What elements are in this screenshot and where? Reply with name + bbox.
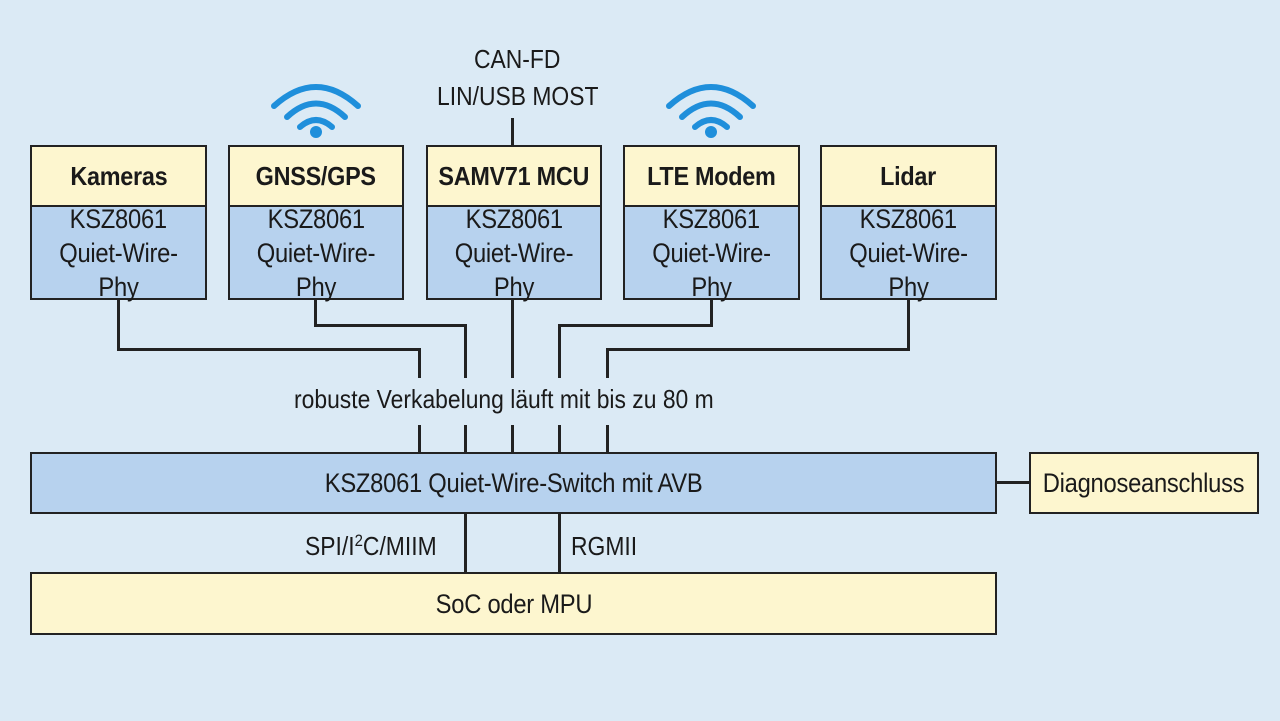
wifi-icon — [271, 84, 361, 138]
spi-i2c-line — [464, 514, 467, 574]
node-lidar-phy: KSZ8061 Quiet-Wire-Phy — [820, 204, 997, 302]
spi-i2c-miim-label: SPI/I2C/MIIM — [305, 531, 437, 561]
top-note-line1: CAN-FD — [474, 44, 561, 74]
rgmii-line — [558, 514, 561, 574]
quiet-wire-switch: KSZ8061 Quiet-Wire-Switch mit AVB — [30, 452, 997, 514]
top-note-line2: LIN/USB MOST — [437, 81, 599, 111]
node-gnss-title: GNSS/GPS — [228, 145, 404, 207]
cable-note: robuste Verkabelung läuft mit bis zu 80 … — [294, 384, 714, 414]
diagnostic-port: Diagnoseanschluss — [1029, 452, 1259, 514]
top-note-connector — [511, 118, 514, 147]
soc-mpu: SoC oder MPU — [30, 572, 997, 635]
node-lidar-title: Lidar — [820, 145, 997, 207]
node-lte-title: LTE Modem — [623, 145, 800, 207]
wifi-icon — [666, 84, 756, 138]
node-gnss-phy: KSZ8061 Quiet-Wire-Phy — [228, 204, 404, 302]
node-lte-phy: KSZ8061 Quiet-Wire-Phy — [623, 204, 800, 302]
rgmii-label: RGMII — [571, 531, 638, 561]
node-samv71-phy: KSZ8061 Quiet-Wire-Phy — [426, 204, 602, 302]
node-kameras-phy: KSZ8061 Quiet-Wire-Phy — [30, 204, 207, 302]
node-kameras-title: Kameras — [30, 145, 207, 207]
node-samv71-title: SAMV71 MCU — [426, 145, 602, 207]
diagnostic-connector — [997, 481, 1030, 484]
